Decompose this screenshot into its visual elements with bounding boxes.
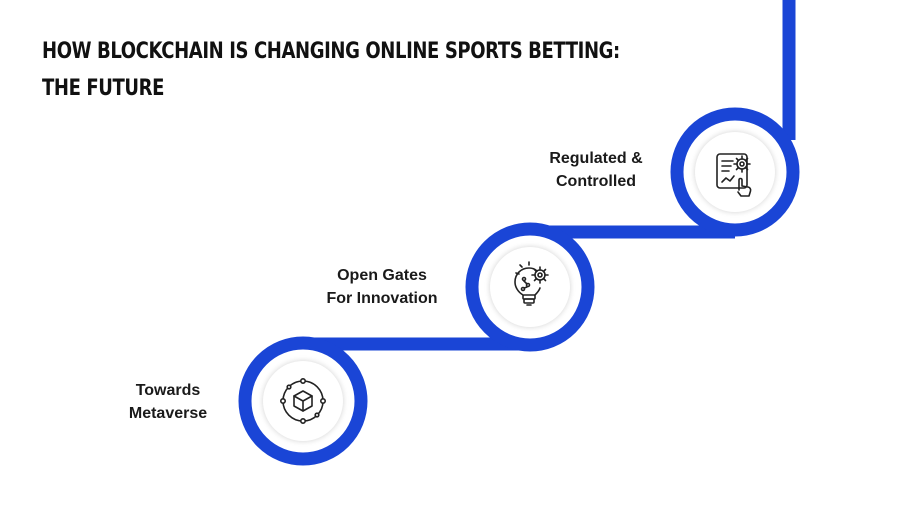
step-label-innovation-line1: Open Gates [337, 267, 427, 284]
step-node-regulated [695, 132, 775, 212]
title-line-1: HOW BLOCKCHAIN IS CHANGING ONLINE SPORTS… [42, 39, 620, 64]
step-label-regulated: Regulated & Controlled [540, 147, 652, 193]
step-label-metaverse: Towards Metaverse [118, 379, 218, 425]
step-label-innovation: Open Gates For Innovation [312, 264, 452, 310]
step-node-metaverse [263, 361, 343, 441]
step-label-regulated-line2: Controlled [556, 173, 636, 190]
step-label-metaverse-line2: Metaverse [128, 405, 208, 422]
step-node-innovation [490, 247, 570, 327]
page-title: HOW BLOCKCHAIN IS CHANGING ONLINE SPORTS… [42, 33, 620, 107]
title-line-2: THE FUTURE [42, 76, 165, 101]
step-label-regulated-line1: Regulated & [549, 150, 643, 167]
settings-document-hand-icon [716, 153, 752, 197]
metaverse-cube-orbit-icon [279, 377, 326, 424]
step-label-innovation-line2: For Innovation [326, 290, 438, 307]
step-label-metaverse-line1: Towards [135, 382, 201, 399]
lightbulb-gear-icon [514, 261, 549, 306]
